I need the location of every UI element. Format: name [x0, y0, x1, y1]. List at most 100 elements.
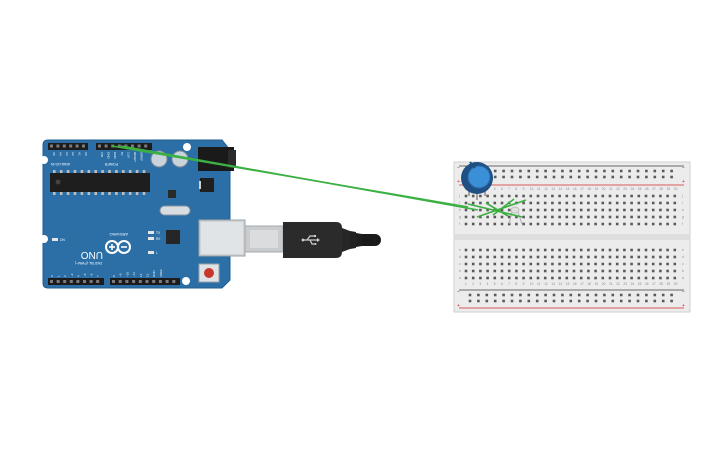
breadboard-hole[interactable]	[552, 293, 556, 297]
power-pin[interactable]	[124, 144, 128, 148]
breadboard-hole[interactable]	[572, 262, 576, 266]
breadboard-hole[interactable]	[535, 169, 539, 173]
breadboard-hole[interactable]	[587, 248, 590, 252]
breadboard-hole[interactable]	[594, 175, 598, 179]
analog-pin[interactable]	[50, 144, 53, 148]
breadboard-hole[interactable]	[536, 194, 540, 198]
breadboard-hole[interactable]	[637, 201, 641, 205]
breadboard-hole[interactable]	[630, 194, 633, 198]
breadboard-hole[interactable]	[565, 222, 569, 226]
breadboard-hole[interactable]	[637, 222, 641, 226]
breadboard-hole[interactable]	[579, 255, 583, 259]
breadboard-hole[interactable]	[644, 194, 648, 198]
breadboard-hole[interactable]	[637, 248, 641, 252]
breadboard-hole[interactable]	[477, 293, 480, 297]
breadboard-hole[interactable]	[486, 269, 489, 273]
breadboard-hole[interactable]	[623, 262, 626, 266]
breadboard-hole[interactable]	[464, 215, 468, 219]
breadboard-hole[interactable]	[468, 293, 472, 297]
analog-header[interactable]	[48, 143, 88, 150]
breadboard-hole[interactable]	[486, 208, 489, 212]
breadboard-hole[interactable]	[630, 222, 633, 226]
breadboard-hole[interactable]	[659, 222, 662, 226]
breadboard-hole[interactable]	[471, 208, 475, 212]
breadboard-hole[interactable]	[608, 269, 612, 273]
breadboard-hole[interactable]	[522, 215, 525, 219]
breadboard-hole[interactable]	[536, 248, 540, 252]
breadboard-hole[interactable]	[608, 248, 612, 252]
breadboard-hole[interactable]	[536, 215, 540, 219]
power-pin[interactable]	[104, 144, 108, 148]
breadboard-hole[interactable]	[594, 208, 597, 212]
breadboard-hole[interactable]	[471, 215, 475, 219]
breadboard-hole[interactable]	[666, 248, 669, 252]
breadboard-hole[interactable]	[535, 293, 539, 297]
breadboard-hole[interactable]	[651, 248, 655, 252]
breadboard-hole[interactable]	[644, 255, 648, 259]
breadboard-hole[interactable]	[493, 262, 497, 266]
breadboard-hole[interactable]	[558, 215, 561, 219]
breadboard-hole[interactable]	[551, 215, 554, 219]
breadboard-hole[interactable]	[515, 276, 518, 280]
breadboard-hole[interactable]	[653, 299, 657, 303]
breadboard-hole[interactable]	[464, 255, 468, 259]
breadboard-hole[interactable]	[529, 248, 533, 252]
breadboard-hole[interactable]	[608, 276, 612, 280]
breadboard-hole[interactable]	[623, 215, 626, 219]
breadboard-hole[interactable]	[645, 299, 648, 303]
breadboard-hole[interactable]	[544, 293, 547, 297]
breadboard-hole[interactable]	[569, 169, 573, 173]
breadboard-hole[interactable]	[502, 293, 505, 297]
breadboard-hole[interactable]	[636, 169, 640, 173]
breadboard-hole[interactable]	[565, 248, 569, 252]
breadboard-hole[interactable]	[464, 194, 468, 198]
breadboard-hole[interactable]	[468, 299, 472, 303]
breadboard-hole[interactable]	[558, 194, 561, 198]
breadboard-hole[interactable]	[464, 201, 468, 205]
analog-pin[interactable]	[75, 144, 79, 148]
breadboard-hole[interactable]	[536, 269, 540, 273]
breadboard-hole[interactable]	[653, 293, 657, 297]
breadboard-hole[interactable]	[619, 175, 623, 179]
breadboard-hole[interactable]	[608, 194, 612, 198]
breadboard-hole[interactable]	[623, 194, 626, 198]
breadboard-hole[interactable]	[515, 255, 518, 259]
breadboard-hole[interactable]	[561, 169, 564, 173]
breadboard-hole[interactable]	[529, 276, 533, 280]
breadboard-hole[interactable]	[601, 276, 605, 280]
breadboard-hole[interactable]	[628, 299, 631, 303]
breadboard-hole[interactable]	[486, 201, 489, 205]
breadboard-hole[interactable]	[601, 222, 605, 226]
power-pin[interactable]	[131, 144, 134, 148]
breadboard-hole[interactable]	[594, 276, 597, 280]
breadboard-hole[interactable]	[577, 169, 581, 173]
breadboard-hole[interactable]	[611, 299, 615, 303]
breadboard-hole[interactable]	[644, 215, 648, 219]
breadboard-hole[interactable]	[587, 208, 590, 212]
breadboard-hole[interactable]	[543, 255, 547, 259]
breadboard-hole[interactable]	[637, 208, 641, 212]
digital-pin[interactable]	[89, 280, 93, 283]
breadboard-hole[interactable]	[586, 175, 589, 179]
breadboard-hole[interactable]	[651, 194, 655, 198]
breadboard-hole[interactable]	[493, 248, 497, 252]
breadboard-hole[interactable]	[522, 208, 525, 212]
breadboard-hole[interactable]	[527, 299, 531, 303]
breadboard-hole[interactable]	[522, 276, 525, 280]
breadboard-hole[interactable]	[500, 201, 504, 205]
breadboard-hole[interactable]	[579, 276, 583, 280]
breadboard-hole[interactable]	[500, 262, 504, 266]
breadboard-hole[interactable]	[673, 248, 677, 252]
breadboard-hole[interactable]	[587, 201, 590, 205]
breadboard-hole[interactable]	[615, 255, 619, 259]
breadboard-hole[interactable]	[651, 255, 655, 259]
breadboard-hole[interactable]	[500, 222, 504, 226]
breadboard-hole[interactable]	[500, 215, 504, 219]
breadboard-hole[interactable]	[603, 299, 606, 303]
breadboard-hole[interactable]	[637, 255, 641, 259]
breadboard-hole[interactable]	[565, 255, 569, 259]
breadboard-hole[interactable]	[586, 293, 589, 297]
breadboard-hole[interactable]	[543, 276, 547, 280]
breadboard-hole[interactable]	[666, 276, 669, 280]
breadboard-hole[interactable]	[608, 222, 612, 226]
